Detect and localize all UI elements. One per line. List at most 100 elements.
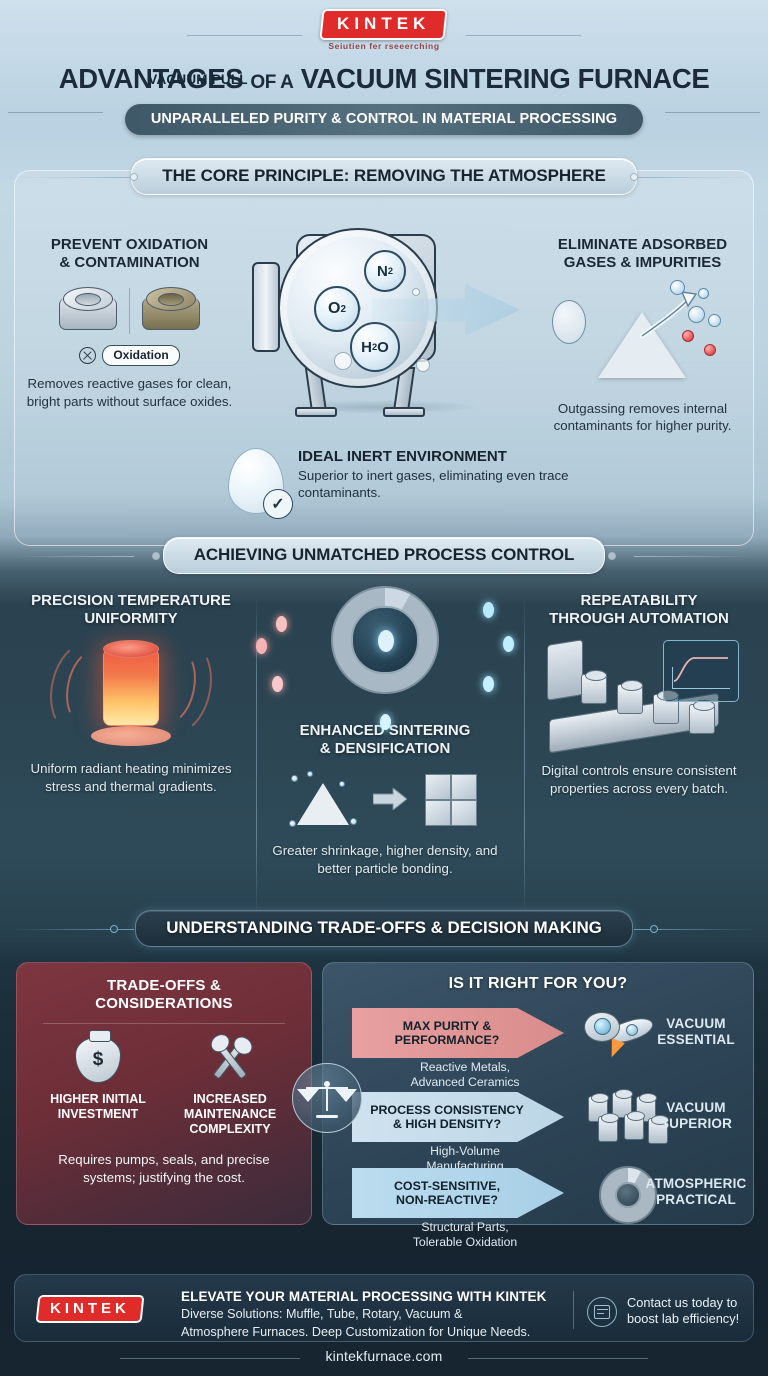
outgas-blob xyxy=(552,300,586,344)
powder-heap xyxy=(297,783,349,825)
ideal-inert-heading: IDEAL INERT ENVIRONMENT xyxy=(298,448,507,465)
decision-result-label: ATMOSPHERIC PRACTICAL xyxy=(640,1176,752,1208)
decision-result-line1: VACUUM xyxy=(666,1016,726,1031)
kintek-logo-text: KINTEK xyxy=(337,14,431,33)
banner2-knob-left xyxy=(152,551,160,560)
kintek-logo-tagline: Seiutien fer rseeerching xyxy=(328,41,440,51)
decision-row[interactable]: MAX PURITY & PERFORMANCE? Reactive Metal… xyxy=(330,1006,756,1089)
website-url[interactable]: kintekfurnace.com xyxy=(325,1348,443,1364)
footer-separator xyxy=(573,1291,574,1329)
page-title: ADVANTAGES OF A VACUUM SINTERING FURNACE xyxy=(0,63,768,95)
decision-question-arrow[interactable]: PROCESS CONSISTENCY & HIGH DENSITY? xyxy=(352,1092,564,1142)
bubble-small-2 xyxy=(416,358,430,372)
glowing-cylinder-icon xyxy=(42,636,220,746)
oxidized-nut-icon xyxy=(140,285,202,337)
repeatability-heading-line2: THROUGH AUTOMATION xyxy=(549,610,729,627)
decision-question-arrow[interactable]: MAX PURITY & PERFORMANCE? xyxy=(352,1008,564,1058)
decision-row[interactable]: COST-SENSITIVE, NON-REACTIVE? Structural… xyxy=(330,1166,756,1249)
subtitle-wrap: UNPARALLELED PURITY & CONTROL IN MATERIA… xyxy=(0,95,768,135)
banner-knob-right xyxy=(630,172,638,181)
cylinder-body xyxy=(103,648,159,726)
decision-question-line2: & HIGH DENSITY? xyxy=(392,1117,502,1131)
powder-particle-4 xyxy=(289,820,296,827)
network-node-2 xyxy=(256,638,267,654)
decision-example-line2: Tolerable Oxidation xyxy=(412,1234,518,1249)
inert-bubble-icon: ✓ xyxy=(228,448,293,519)
page-subtitle: UNPARALLELED PURITY & CONTROL IN MATERIA… xyxy=(124,104,644,135)
repeatability-body: Digital controls ensure consistent prope… xyxy=(541,763,737,796)
section2-divider-left xyxy=(256,596,257,916)
eliminate-gases-heading: ELIMINATE ADSORBED GASES & IMPURITIES xyxy=(535,236,750,271)
footer-text-block: ELEVATE YOUR MATERIAL PROCESSING WITH KI… xyxy=(181,1289,567,1340)
pump-foot-left xyxy=(295,407,337,417)
logo-rule-left xyxy=(466,35,582,36)
decision-question-line2: PERFORMANCE? xyxy=(394,1033,500,1047)
gear-core-glow xyxy=(378,630,394,652)
decision-result-icon xyxy=(580,1166,676,1224)
pump-foot-right xyxy=(383,407,425,417)
money-bag-icon: $ xyxy=(75,1029,121,1083)
title-part-3: VACUUM SINTERING FURNACE xyxy=(300,63,710,94)
no-oxidation-icon xyxy=(79,347,97,365)
logo-rule-right xyxy=(186,35,302,36)
enhanced-sintering-body: Greater shrinkage, higher density, and b… xyxy=(272,843,498,876)
banner-knob-left xyxy=(130,172,138,181)
section-2-banner: ACHIEVING UNMATCHED PROCESS CONTROL xyxy=(0,537,768,574)
tradeoffs-title-line1: TRADE-OFFS & xyxy=(106,977,222,994)
decision-question: COST-SENSITIVE, NON-REACTIVE? xyxy=(394,1179,500,1208)
tradeoffs-title-line2: CONSIDERATIONS xyxy=(95,995,233,1013)
network-node-7 xyxy=(380,714,391,730)
title-part-2: OF A xyxy=(250,72,294,93)
network-node-3 xyxy=(272,676,283,692)
banner2-line-left xyxy=(14,555,134,557)
bubble-small-1 xyxy=(334,352,352,370)
network-node-4 xyxy=(483,602,494,618)
subtitle-rule-right xyxy=(665,112,760,113)
footer-logo-text: KINTEK xyxy=(50,1300,130,1317)
decision-result-label: VACUUM SUPERIOR xyxy=(640,1100,752,1132)
eliminate-gases-heading-line1: ELIMINATE ADSORBED xyxy=(557,236,728,253)
decision-question-arrow[interactable]: COST-SENSITIVE, NON-REACTIVE? xyxy=(352,1168,564,1218)
subtitle-rule-left xyxy=(8,112,103,113)
outgassing-illustration xyxy=(552,278,732,388)
decision-examples: Reactive Metals, Advanced Ceramics xyxy=(370,1060,560,1090)
transform-arrow-icon xyxy=(373,788,407,810)
decision-row[interactable]: PROCESS CONSISTENCY & HIGH DENSITY? High… xyxy=(330,1089,756,1173)
banner2-knob-right xyxy=(608,551,616,560)
precision-temp-heading-line2: UNIFORMITY xyxy=(84,610,178,627)
gas-dot-2 xyxy=(698,288,709,299)
precision-temperature-body: Uniform radiant heating minimizes stress… xyxy=(30,761,232,794)
decision-question-line1: COST-SENSITIVE, xyxy=(393,1178,501,1193)
decision-result-icon xyxy=(580,1006,676,1064)
kintek-logo-badge: KINTEK xyxy=(319,9,449,40)
footer-cta: Contact us today to boost lab efficiency… xyxy=(627,1295,768,1328)
banner-line-right xyxy=(634,176,754,178)
url-rule-left xyxy=(120,1358,300,1359)
banner2-line-right xyxy=(634,555,754,557)
workpiece-4 xyxy=(689,700,715,734)
decision-result-line1: ATMOSPHERIC xyxy=(645,1176,747,1191)
section2-divider-right xyxy=(524,596,525,916)
powder-particle-5 xyxy=(350,818,357,825)
powder-particle-2 xyxy=(307,771,313,777)
section-2-banner-label: ACHIEVING UNMATCHED PROCESS CONTROL xyxy=(162,537,606,574)
brand-logo: KINTEK Seiutien fer rseeerching xyxy=(186,9,582,51)
gas-dot-4 xyxy=(708,314,721,327)
bubble-small-4 xyxy=(412,288,420,296)
vacuum-pull-label: VACUUM PULL xyxy=(148,72,248,87)
decision-example-line1: Reactive Metals, xyxy=(419,1060,511,1074)
decision-example-line2: Advanced Ceramics xyxy=(410,1074,520,1089)
section-1-banner-label: THE CORE PRINCIPLE: REMOVING THE ATMOSPH… xyxy=(131,158,637,195)
powder-particle-1 xyxy=(291,775,298,782)
outgas-arrow-icon xyxy=(639,291,698,339)
prevent-oxidation-heading-line1: PREVENT OXIDATION xyxy=(50,236,209,253)
network-node-1 xyxy=(276,616,287,632)
eliminate-gases-body: Outgassing removes internal contaminants… xyxy=(553,401,732,434)
header: KINTEK Seiutien fer rseeerching ADVANTAG… xyxy=(0,0,768,135)
decision-question-line1: MAX PURITY & xyxy=(402,1018,492,1033)
densified-cube-icon xyxy=(421,768,483,830)
nut-divider xyxy=(129,288,130,335)
repeatability-heading-line1: REPEATABILITY xyxy=(580,592,698,609)
tradeoff-item-label: INCREASED MAINTENANCE COMPLEXITY xyxy=(183,1091,277,1137)
